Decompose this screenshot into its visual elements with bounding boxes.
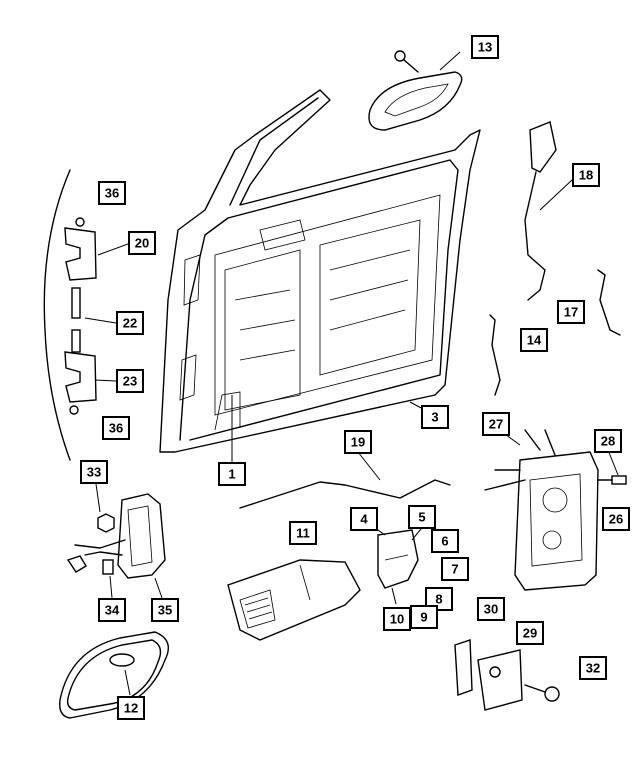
svg-text:1: 1 [228, 467, 235, 482]
door-check [66, 493, 166, 579]
inside-door-handle [377, 529, 419, 589]
svg-text:13: 13 [478, 40, 492, 55]
svg-text:35: 35 [158, 603, 172, 618]
svg-text:32: 32 [586, 661, 600, 676]
callout-33: 33 [80, 460, 108, 484]
callout-10: 10 [383, 607, 411, 631]
callout-22: 22 [116, 311, 144, 335]
svg-text:33: 33 [87, 465, 101, 480]
callout-17: 17 [557, 300, 585, 324]
svg-text:29: 29 [523, 626, 537, 641]
svg-text:22: 22 [123, 316, 137, 331]
svg-text:19: 19 [351, 435, 365, 450]
callout-36-top: 36 [98, 181, 126, 205]
door-latch [484, 429, 627, 591]
callout-27: 27 [482, 412, 510, 436]
svg-text:3: 3 [431, 410, 438, 425]
svg-text:11: 11 [296, 526, 310, 541]
svg-text:36: 36 [109, 421, 123, 436]
callout-3: 3 [421, 405, 449, 429]
callout-19: 19 [344, 430, 372, 454]
callout-34: 34 [98, 598, 126, 622]
svg-text:12: 12 [124, 701, 138, 716]
callout-29: 29 [516, 621, 544, 645]
callout-14: 14 [520, 328, 548, 352]
svg-text:26: 26 [609, 512, 623, 527]
callout-11: 11 [289, 521, 317, 545]
callout-18: 18 [572, 163, 600, 187]
svg-text:23: 23 [123, 374, 137, 389]
callout-26: 26 [602, 507, 630, 531]
door-seal [59, 631, 169, 719]
svg-text:4: 4 [360, 512, 368, 527]
svg-text:30: 30 [484, 602, 498, 617]
callout-13: 13 [471, 35, 499, 59]
callout-32: 32 [579, 656, 607, 680]
callout-7: 7 [441, 557, 469, 581]
callout-8: 8 [425, 587, 453, 611]
lock-rods [489, 121, 621, 396]
svg-text:14: 14 [527, 333, 542, 348]
svg-text:5: 5 [418, 510, 425, 525]
callout-6: 6 [431, 529, 459, 553]
callout-5: 5 [408, 505, 436, 529]
svg-text:10: 10 [390, 612, 404, 627]
callout-9: 9 [410, 605, 438, 629]
callout-36-bottom: 36 [102, 416, 130, 440]
svg-text:6: 6 [441, 534, 448, 549]
svg-text:20: 20 [135, 236, 149, 251]
door-striker [454, 639, 560, 711]
svg-text:28: 28 [601, 434, 615, 449]
door-hinges [43, 169, 97, 461]
svg-text:34: 34 [105, 603, 120, 618]
callout-30: 30 [477, 597, 505, 621]
inside-handle-bezel [227, 559, 361, 641]
door-shell [159, 89, 481, 453]
leader-lines [84, 51, 619, 696]
svg-text:9: 9 [420, 610, 427, 625]
remote-rod [239, 479, 451, 509]
callout-23: 23 [116, 369, 144, 393]
callout-20: 20 [128, 231, 156, 255]
svg-text:27: 27 [489, 417, 503, 432]
callout-12: 12 [117, 696, 145, 720]
svg-text:17: 17 [564, 305, 578, 320]
svg-text:7: 7 [451, 562, 458, 577]
callout-28: 28 [594, 429, 622, 453]
callout-4: 4 [350, 507, 378, 531]
callout-35: 35 [151, 598, 179, 622]
outside-door-handle [368, 50, 463, 131]
callout-1: 1 [218, 462, 246, 486]
svg-text:8: 8 [435, 592, 442, 607]
svg-text:36: 36 [105, 186, 119, 201]
svg-text:18: 18 [579, 168, 593, 183]
